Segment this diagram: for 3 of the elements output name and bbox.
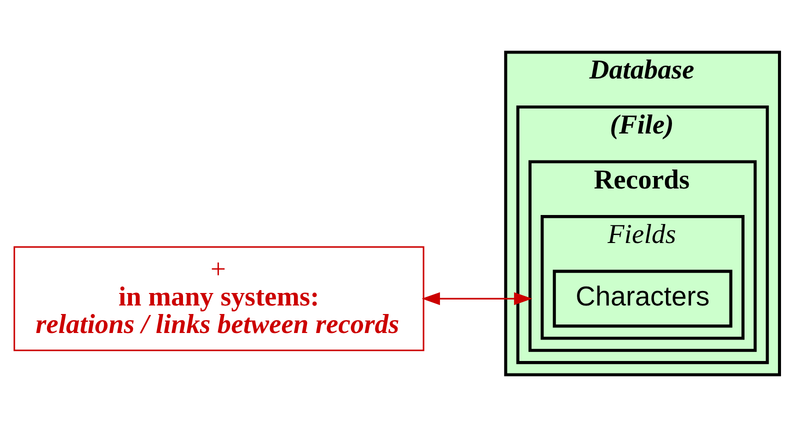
node-box: Characters [552, 269, 732, 328]
arrow [422, 292, 532, 305]
node-box: + in many systems: relations / links between records [14, 246, 424, 351]
